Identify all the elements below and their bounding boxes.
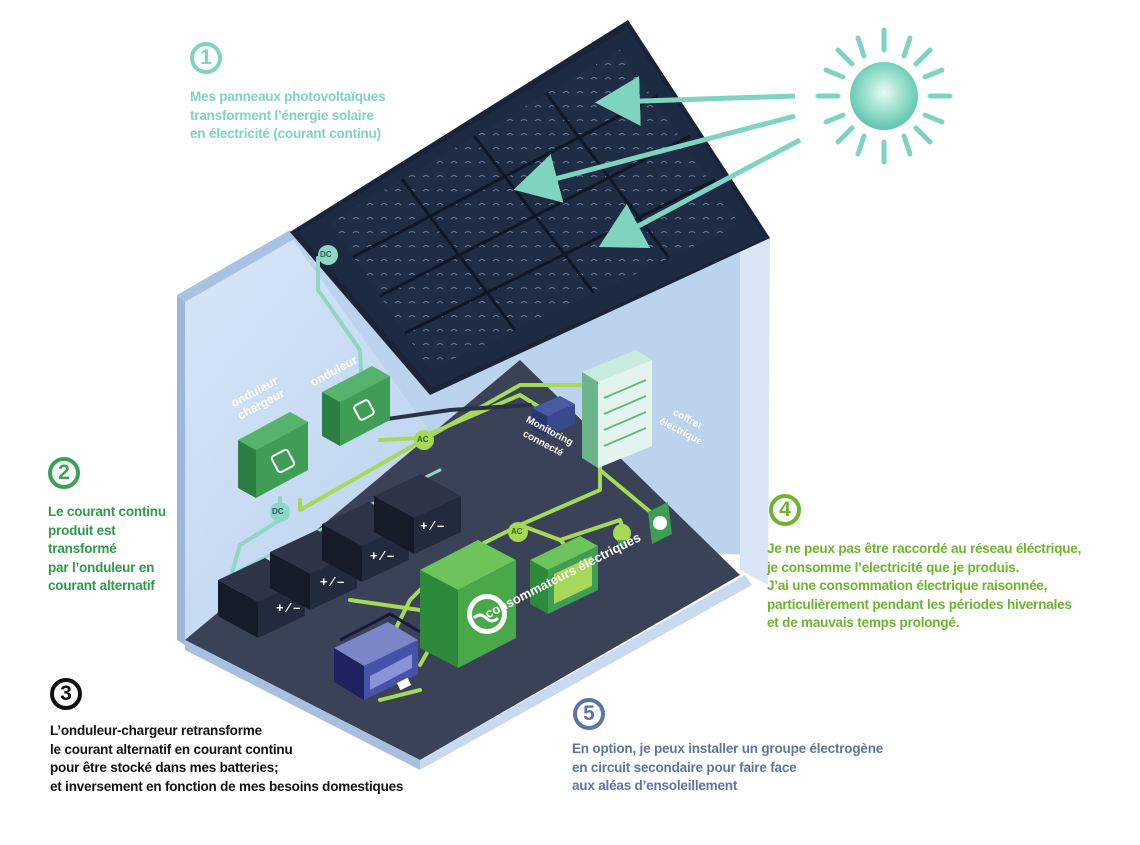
step-2-line: par l’onduleur en (48, 559, 155, 575)
svg-text:+ ⁄ –: + ⁄ – (320, 574, 344, 589)
dc-badge-label: DC (272, 507, 284, 516)
socket-icon (648, 502, 672, 544)
step-5-line: En option, je peux installer un groupe é… (572, 741, 884, 756)
svg-text:+ ⁄ –: + ⁄ – (276, 600, 300, 615)
step-1-line: transforment l’énergie solaire (190, 107, 374, 123)
sun-icon (815, 27, 953, 165)
step-3-line: pour être stocké dans mes batteries; (50, 760, 279, 775)
step-4-line: et de mauvais temps prolongé. (767, 615, 960, 630)
step-1-line: Mes panneaux photovoltaïques (190, 89, 386, 104)
connector-badges (270, 245, 528, 542)
step-1-line: en électricité (courant continu) (190, 126, 381, 141)
solar-panels (330, 50, 740, 370)
step-3: 3 L’onduleur-chargeur retransforme le co… (50, 678, 403, 796)
step-4-line: je consomme l’electricité que je produis… (767, 559, 1020, 575)
electrical-panel-device (582, 350, 652, 468)
svg-text:+ ⁄ –: + ⁄ – (370, 548, 394, 563)
step-2-text: Le courant continu produit est transform… (48, 503, 166, 596)
step-4-text: Je ne peux pas être raccordé au réseau é… (767, 540, 1081, 633)
monitoring-device (532, 396, 575, 436)
battery: + ⁄ – (374, 474, 461, 554)
step-2-line: transformé (48, 541, 117, 556)
step-1-number-badge: 1 (190, 42, 222, 74)
tv-icon (530, 536, 598, 614)
ac-badge-label: AC (417, 435, 429, 444)
inverter-device (322, 366, 390, 446)
step-5-text: En option, je peux installer un groupe é… (572, 740, 883, 796)
step-3-number-badge: 3 (50, 678, 82, 710)
step-5-line: aux aléas d’ensoleillement (572, 778, 738, 793)
generator-icon (334, 612, 421, 700)
step-3-text: L’onduleur-chargeur retransforme le cour… (50, 722, 403, 796)
step-4: 4 Je ne peux pas être raccordé au réseau… (767, 494, 1081, 633)
step-3-line: et inversement en fonction de mes besoin… (50, 778, 404, 794)
step-4-number-badge: 4 (769, 494, 801, 526)
step-3-line: L’onduleur-chargeur retransforme (50, 723, 262, 738)
dc-badge-label-top: DC (320, 250, 332, 259)
step-5-number-badge: 5 (573, 698, 605, 730)
step-4-line: Je ne peux pas être raccordé au réseau é… (767, 541, 1082, 556)
lamp-icon (613, 524, 631, 546)
step-5-line: en circuit secondaire pour faire face (572, 759, 797, 775)
svg-text:+ ⁄ –: + ⁄ – (420, 518, 444, 533)
batteries: + ⁄ – + ⁄ – + ⁄ – + ⁄ – (218, 474, 461, 638)
step-5: 5 En option, je peux installer un groupe… (572, 698, 883, 796)
sun-ray-arrows (513, 76, 802, 248)
step-2-number-badge: 2 (48, 457, 80, 489)
step-2-line: courant alternatif (48, 578, 155, 593)
step-4-line: particulièrement pendant les périodes hi… (767, 596, 1072, 612)
step-2-line: Le courant continu (48, 504, 166, 519)
washing-machine-icon (420, 540, 516, 668)
ac-badge-label-2: AC (511, 527, 523, 536)
step-1: 1 Mes panneaux photovoltaïques transform… (190, 42, 386, 144)
inverter-charger-device (238, 412, 308, 498)
step-4-line: J’ai une consommation électrique raisonn… (767, 578, 1048, 593)
step-2-line: produit est (48, 522, 116, 538)
step-3-line: le courant alternatif en courant continu (50, 741, 293, 757)
roof (290, 20, 770, 395)
step-2: 2 Le courant continu produit est transfo… (48, 457, 166, 596)
step-1-text: Mes panneaux photovoltaïques transformen… (190, 88, 386, 144)
